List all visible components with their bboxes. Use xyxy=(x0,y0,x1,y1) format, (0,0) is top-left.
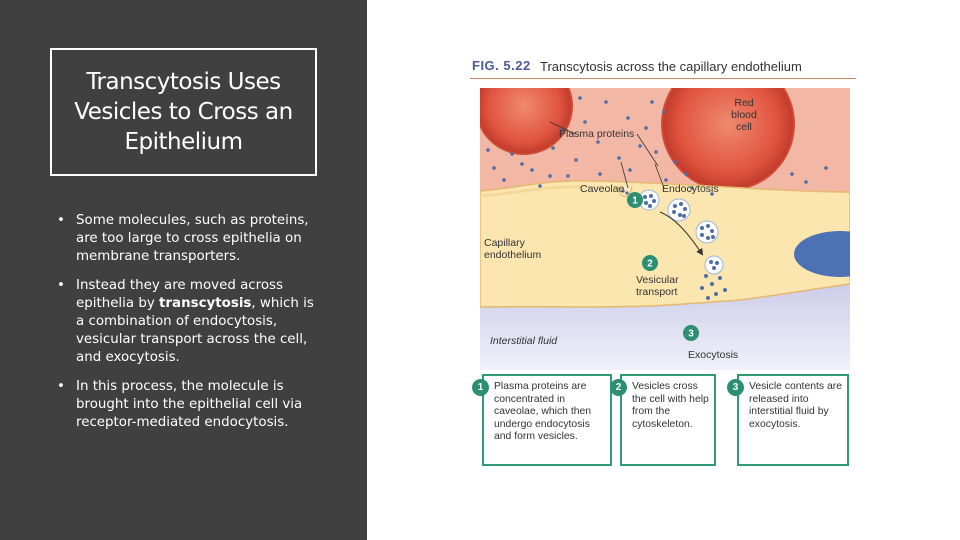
figure-title: Transcytosis across the capillary endoth… xyxy=(540,59,802,74)
vesicular-transport-arrow xyxy=(659,211,704,256)
plasma-proteins-label: Plasma proteins xyxy=(559,128,634,140)
step-3-text: Vesicle contents are released into inter… xyxy=(749,381,842,430)
plasma-protein-dots xyxy=(486,96,828,196)
step-1-text: Plasma proteins are concentrated in cave… xyxy=(494,381,592,443)
diagram-step-marker: 2 xyxy=(642,255,658,271)
rbc-label-line: blood xyxy=(731,109,757,121)
transcytosis-diagram: 1 2 3 Red blood cell Plasma proteins Cav… xyxy=(480,88,850,370)
vesicular-transport-label-line: transport xyxy=(636,286,678,298)
capillary-endothelium-label-line: endothelium xyxy=(484,249,541,261)
left-text-panel: Transcytosis Uses Vesicles to Cross an E… xyxy=(0,0,367,540)
step-1-box: 1 Plasma proteins are concentrated in ca… xyxy=(472,374,612,466)
slide-title-box: Transcytosis Uses Vesicles to Cross an E… xyxy=(50,48,317,176)
bullet-list: • Some molecules, such as proteins, are … xyxy=(56,212,316,442)
capillary-endothelium-label-line: Capillary xyxy=(484,237,526,249)
bullet-item: • Some molecules, such as proteins, are … xyxy=(56,212,316,267)
step-number-label: 2 xyxy=(647,259,653,270)
caveola xyxy=(617,185,633,198)
step-2-text: Vesicles cross the cell with help from t… xyxy=(632,381,709,430)
figure-number: FIG. 5.22 xyxy=(472,58,531,73)
diagram-step-marker: 1 xyxy=(627,192,643,208)
endothelial-cell xyxy=(480,180,850,308)
vesicular-transport-label-line: Vesicular xyxy=(636,274,679,286)
bullet-marker: • xyxy=(57,378,65,394)
bullet-bold-term: transcytosis xyxy=(159,295,252,311)
red-blood-cell xyxy=(480,88,573,155)
figure-header: FIG. 5.22 Transcytosis across the capill… xyxy=(470,57,856,79)
rbc-label-line: cell xyxy=(736,121,752,133)
bullet-marker: • xyxy=(57,277,65,293)
transcytosis-figure: FIG. 5.22 Transcytosis across the capill… xyxy=(470,52,860,472)
caveolae-label: Caveolae xyxy=(580,183,625,195)
step-3-box: 3 Vesicle contents are released into int… xyxy=(727,374,849,466)
cell-membrane-shadow xyxy=(480,185,591,198)
bullet-item: • Instead they are moved across epitheli… xyxy=(56,277,316,368)
bullet-text-start: Instead they are moved across epithelia … xyxy=(76,277,284,311)
step-number-label: 3 xyxy=(688,329,694,340)
exocytosis-vesicle xyxy=(704,255,724,275)
nucleus xyxy=(794,231,850,277)
bullet-text: Some molecules, such as proteins, are to… xyxy=(76,213,309,265)
rbc-label-line: Red xyxy=(734,97,753,109)
slide-title: Transcytosis Uses Vesicles to Cross an E… xyxy=(74,69,293,155)
exocytosis-label: Exocytosis xyxy=(688,349,738,361)
pointer-lines xyxy=(549,121,665,189)
interstitial-fluid-label: Interstitial fluid xyxy=(490,335,558,347)
step-2-box: 2 Vesicles cross the cell with help from… xyxy=(610,374,716,466)
bullet-item: • In this process, the molecule is broug… xyxy=(56,378,316,433)
step-number-badge: 3 xyxy=(727,379,744,396)
released-proteins xyxy=(700,274,727,300)
bullet-text: In this process, the molecule is brought… xyxy=(76,378,303,431)
vesicle xyxy=(695,220,719,244)
step-number-badge: 2 xyxy=(610,379,627,396)
step-number-label: 1 xyxy=(632,196,638,207)
step-number-badge: 1 xyxy=(472,379,489,396)
vesicle xyxy=(667,198,691,222)
diagram-step-marker: 3 xyxy=(683,325,699,341)
bullet-text-end: , which is a combination of endocytosis,… xyxy=(76,295,314,366)
endocytosis-label: Endocytosis xyxy=(662,183,719,195)
bullet-marker: • xyxy=(57,213,65,228)
